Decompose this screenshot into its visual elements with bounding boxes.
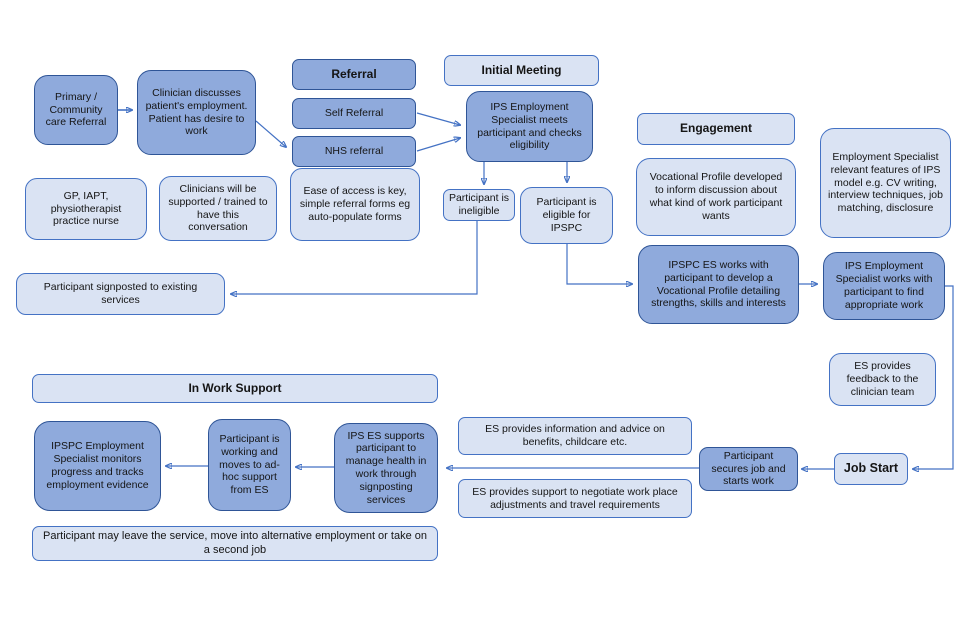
node-ips-specialist-finds-work: IPS Employment Specialist works with par… [823,252,945,320]
node-es-info-advice-benefits: ES provides information and advice on be… [458,417,692,455]
arrow-nhs-referral-to-ips-meets [416,138,460,152]
node-es-relevant-ips-features: Employment Specialist relevant features … [820,128,951,238]
node-signposted-existing-services: Participant signposted to existing servi… [16,273,225,315]
node-es-negotiate-adjustments: ES provides support to negotiate work pl… [458,479,692,518]
node-primary-community-care-referral: Primary / Community care Referral [34,75,118,145]
node-in-work-support-header: In Work Support [32,374,438,403]
node-referral-header: Referral [292,59,416,90]
node-participant-eligible-ipspc: Participant is eligible for IPSPC [520,187,613,244]
arrow-ips-works-find-to-job-start [913,285,954,469]
node-es-feedback-clinician-team: ES provides feedback to the clinician te… [829,353,936,406]
arrow-clinician-to-nhs-referral [255,120,286,147]
node-ipspc-monitors-progress: IPSPC Employment Specialist monitors pro… [34,421,161,511]
node-ips-specialist-meets-participant: IPS Employment Specialist meets particip… [466,91,593,162]
node-participant-secures-job: Participant secures job and starts work [699,447,798,491]
node-self-referral: Self Referral [292,98,416,129]
node-ease-of-access: Ease of access is key, simple referral f… [290,168,420,241]
arrow-eligible-to-ipspc-es-works [566,244,632,284]
node-clinicians-supported-trained: Clinicians will be supported / trained t… [159,176,277,241]
arrow-ineligible-to-signposted [231,221,478,294]
node-gp-iapt-physio-nurse: GP, IAPT, physiotherapist practice nurse [25,178,147,240]
node-engagement-header: Engagement [637,113,795,145]
node-ips-es-supports-manage-health: IPS ES supports participant to manage he… [334,423,438,513]
node-participant-may-leave-service: Participant may leave the service, move … [32,526,438,561]
node-initial-meeting-header: Initial Meeting [444,55,599,86]
arrow-self-referral-to-ips-meets [416,112,460,125]
node-participant-ineligible: Participant is ineligible [443,189,515,221]
node-nhs-referral: NHS referral [292,136,416,167]
node-vocational-profile-developed: Vocational Profile developed to inform d… [636,158,796,236]
node-job-start: Job Start [834,453,908,485]
node-clinician-discusses-employment: Clinician discusses patient's employment… [137,70,256,155]
node-participant-working-adhoc-support: Participant is working and moves to ad-h… [208,419,291,511]
node-ipspc-es-develops-vocational-profile: IPSPC ES works with participant to devel… [638,245,799,324]
